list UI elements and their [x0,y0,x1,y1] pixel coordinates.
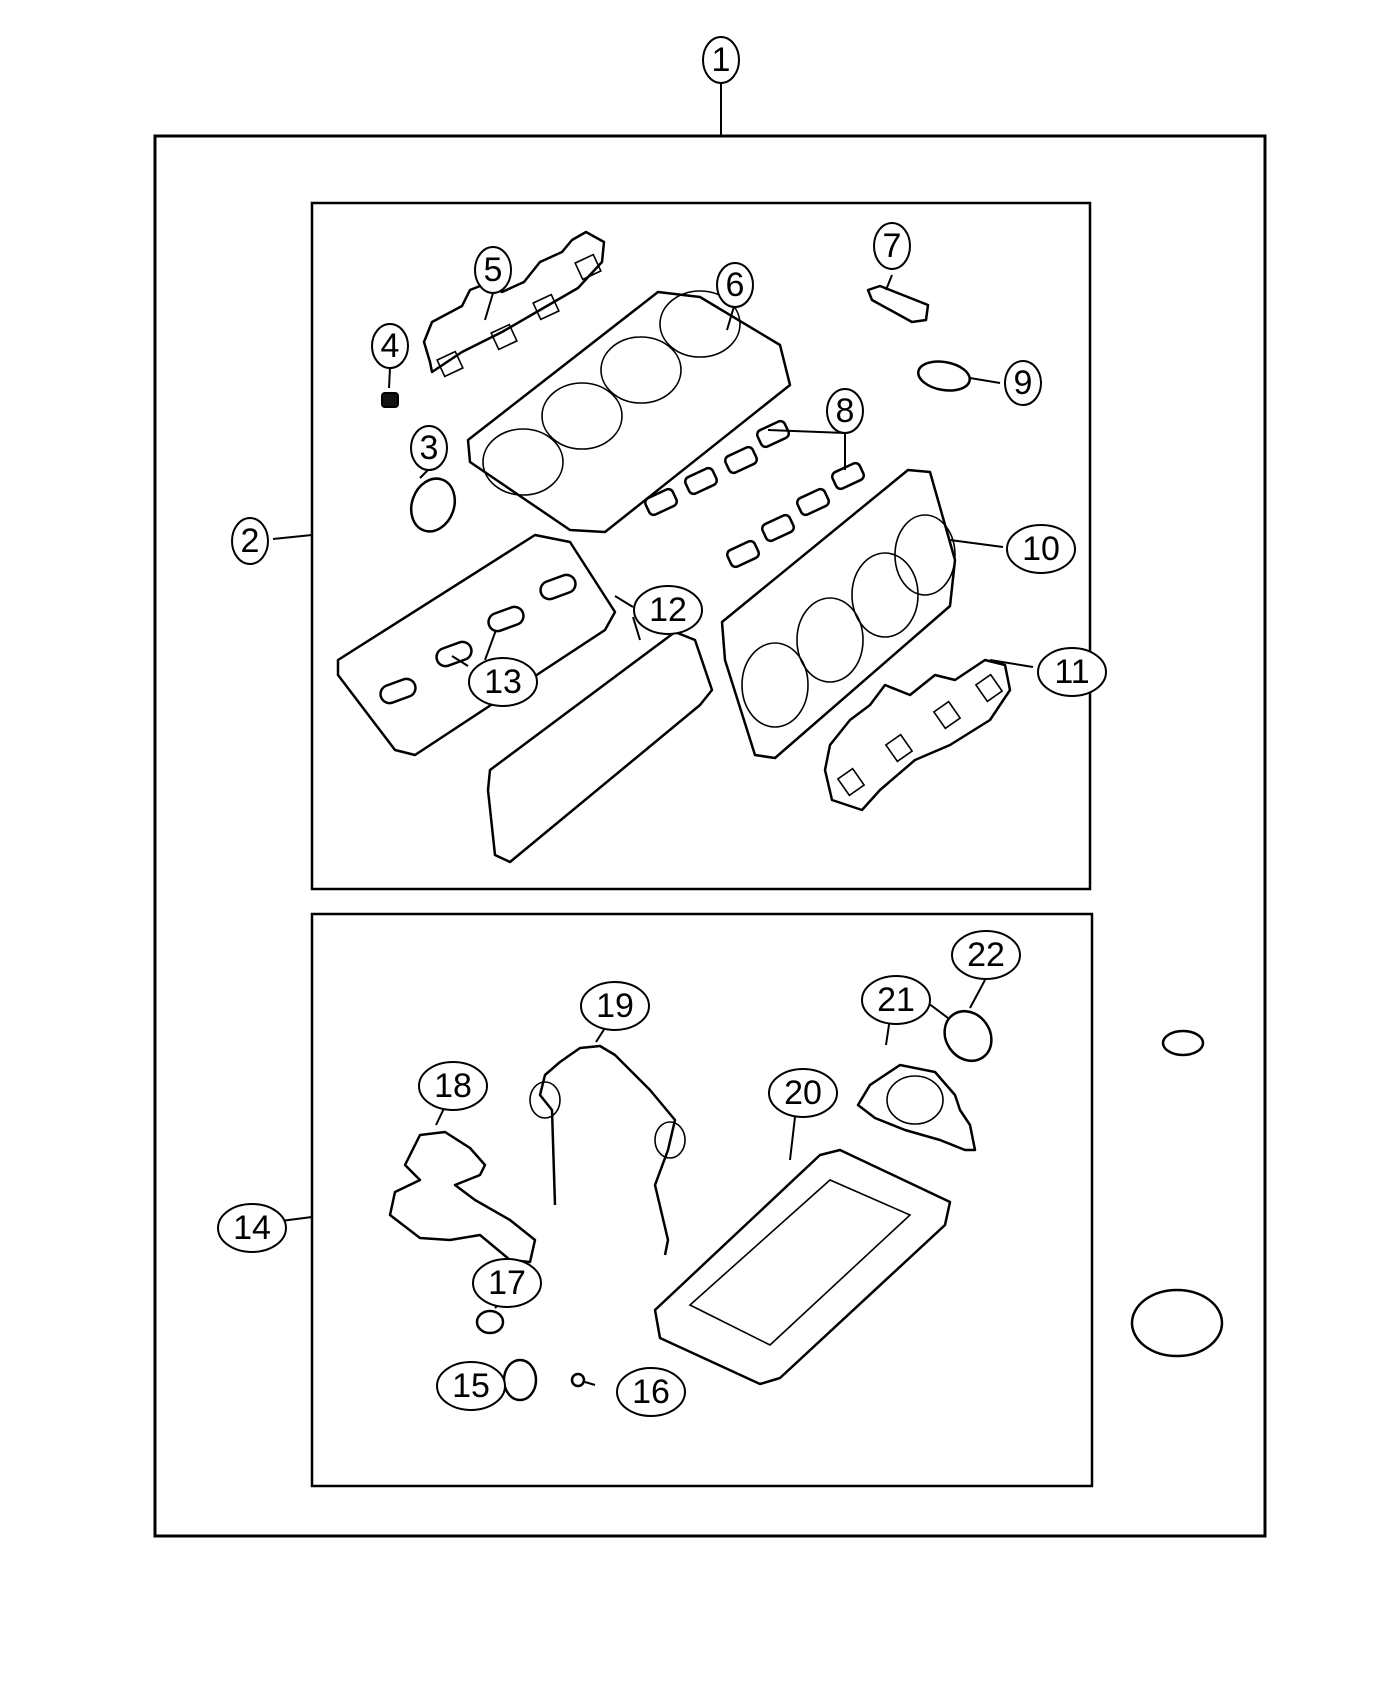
svg-text:7: 7 [883,227,902,265]
front-crankshaft-seal [502,1358,538,1402]
outer-kit-frame [153,134,1267,1538]
svg-text:13: 13 [484,663,522,701]
svg-text:9: 9 [1014,364,1033,402]
callout-3: 3 [410,425,448,471]
callout-17: 17 [472,1258,542,1308]
svg-text:16: 16 [632,1373,670,1411]
svg-text:10: 10 [1022,530,1060,568]
callout-19: 19 [580,981,650,1031]
svg-text:18: 18 [434,1067,472,1105]
callout-8: 8 [826,388,864,434]
svg-text:6: 6 [726,266,745,304]
exhaust-manifold-gasket-right [823,658,1012,812]
cylinder-head-gasket-right [720,468,957,760]
svg-text:17: 17 [488,1264,526,1302]
svg-text:20: 20 [784,1074,822,1112]
svg-text:21: 21 [877,981,915,1019]
svg-text:5: 5 [484,251,503,289]
svg-text:8: 8 [836,392,855,430]
callout-7: 7 [873,222,911,270]
cylinder-head-gasket-left [466,290,792,534]
callout-9: 9 [1004,360,1042,406]
spark-plug-tube-seals [379,573,577,705]
upper-set-frame [310,201,1092,891]
svg-text:22: 22 [967,936,1005,974]
svg-text:14: 14 [233,1209,271,1247]
callout-5: 5 [474,246,512,294]
o-ring-upper [409,477,457,533]
water-pump-gasket [388,1130,537,1264]
callout-11: 11 [1037,647,1107,697]
svg-text:4: 4 [381,327,400,365]
callout-12: 12 [633,585,703,635]
callout-13: 13 [468,657,538,707]
rear-main-seal [943,1009,993,1063]
callout-18: 18 [418,1061,488,1111]
callout-16: 16 [616,1367,686,1417]
valve-cover-gasket-left [336,533,617,757]
water-outlet-gasket [866,284,930,324]
loose-seal-ring-large [1130,1288,1224,1358]
plug [381,392,399,408]
callout-14: 14 [217,1203,287,1253]
svg-text:1: 1 [712,41,731,79]
callout-22: 22 [951,930,1021,980]
svg-text:2: 2 [241,522,260,560]
leader-lines [272,83,1034,1386]
rear-main-seal-retainer [856,1063,977,1152]
svg-text:19: 19 [596,987,634,1025]
seal-ring-upper-right [917,360,971,392]
callout-20: 20 [768,1068,838,1118]
o-ring-tiny [570,1372,586,1388]
oil-pan-gasket [653,1148,952,1386]
svg-text:11: 11 [1054,653,1089,691]
callout-4: 4 [371,323,409,369]
o-ring-small [475,1309,505,1335]
lower-set-frame [310,912,1094,1488]
svg-text:3: 3 [420,429,439,467]
intake-port-gaskets [643,419,866,569]
valve-cover-gasket-right [486,630,714,864]
callout-6: 6 [716,262,754,308]
callout-1: 1 [702,36,740,84]
callout-21: 21 [861,975,931,1025]
exhaust-manifold-gasket-left [422,230,606,378]
svg-text:15: 15 [452,1367,490,1405]
svg-text:12: 12 [649,591,687,629]
timing-cover-gasket [529,1044,686,1256]
callout-2: 2 [231,517,269,565]
callout-15: 15 [436,1361,506,1411]
loose-seal-ring-small [1161,1029,1205,1057]
callout-10: 10 [1006,524,1076,574]
